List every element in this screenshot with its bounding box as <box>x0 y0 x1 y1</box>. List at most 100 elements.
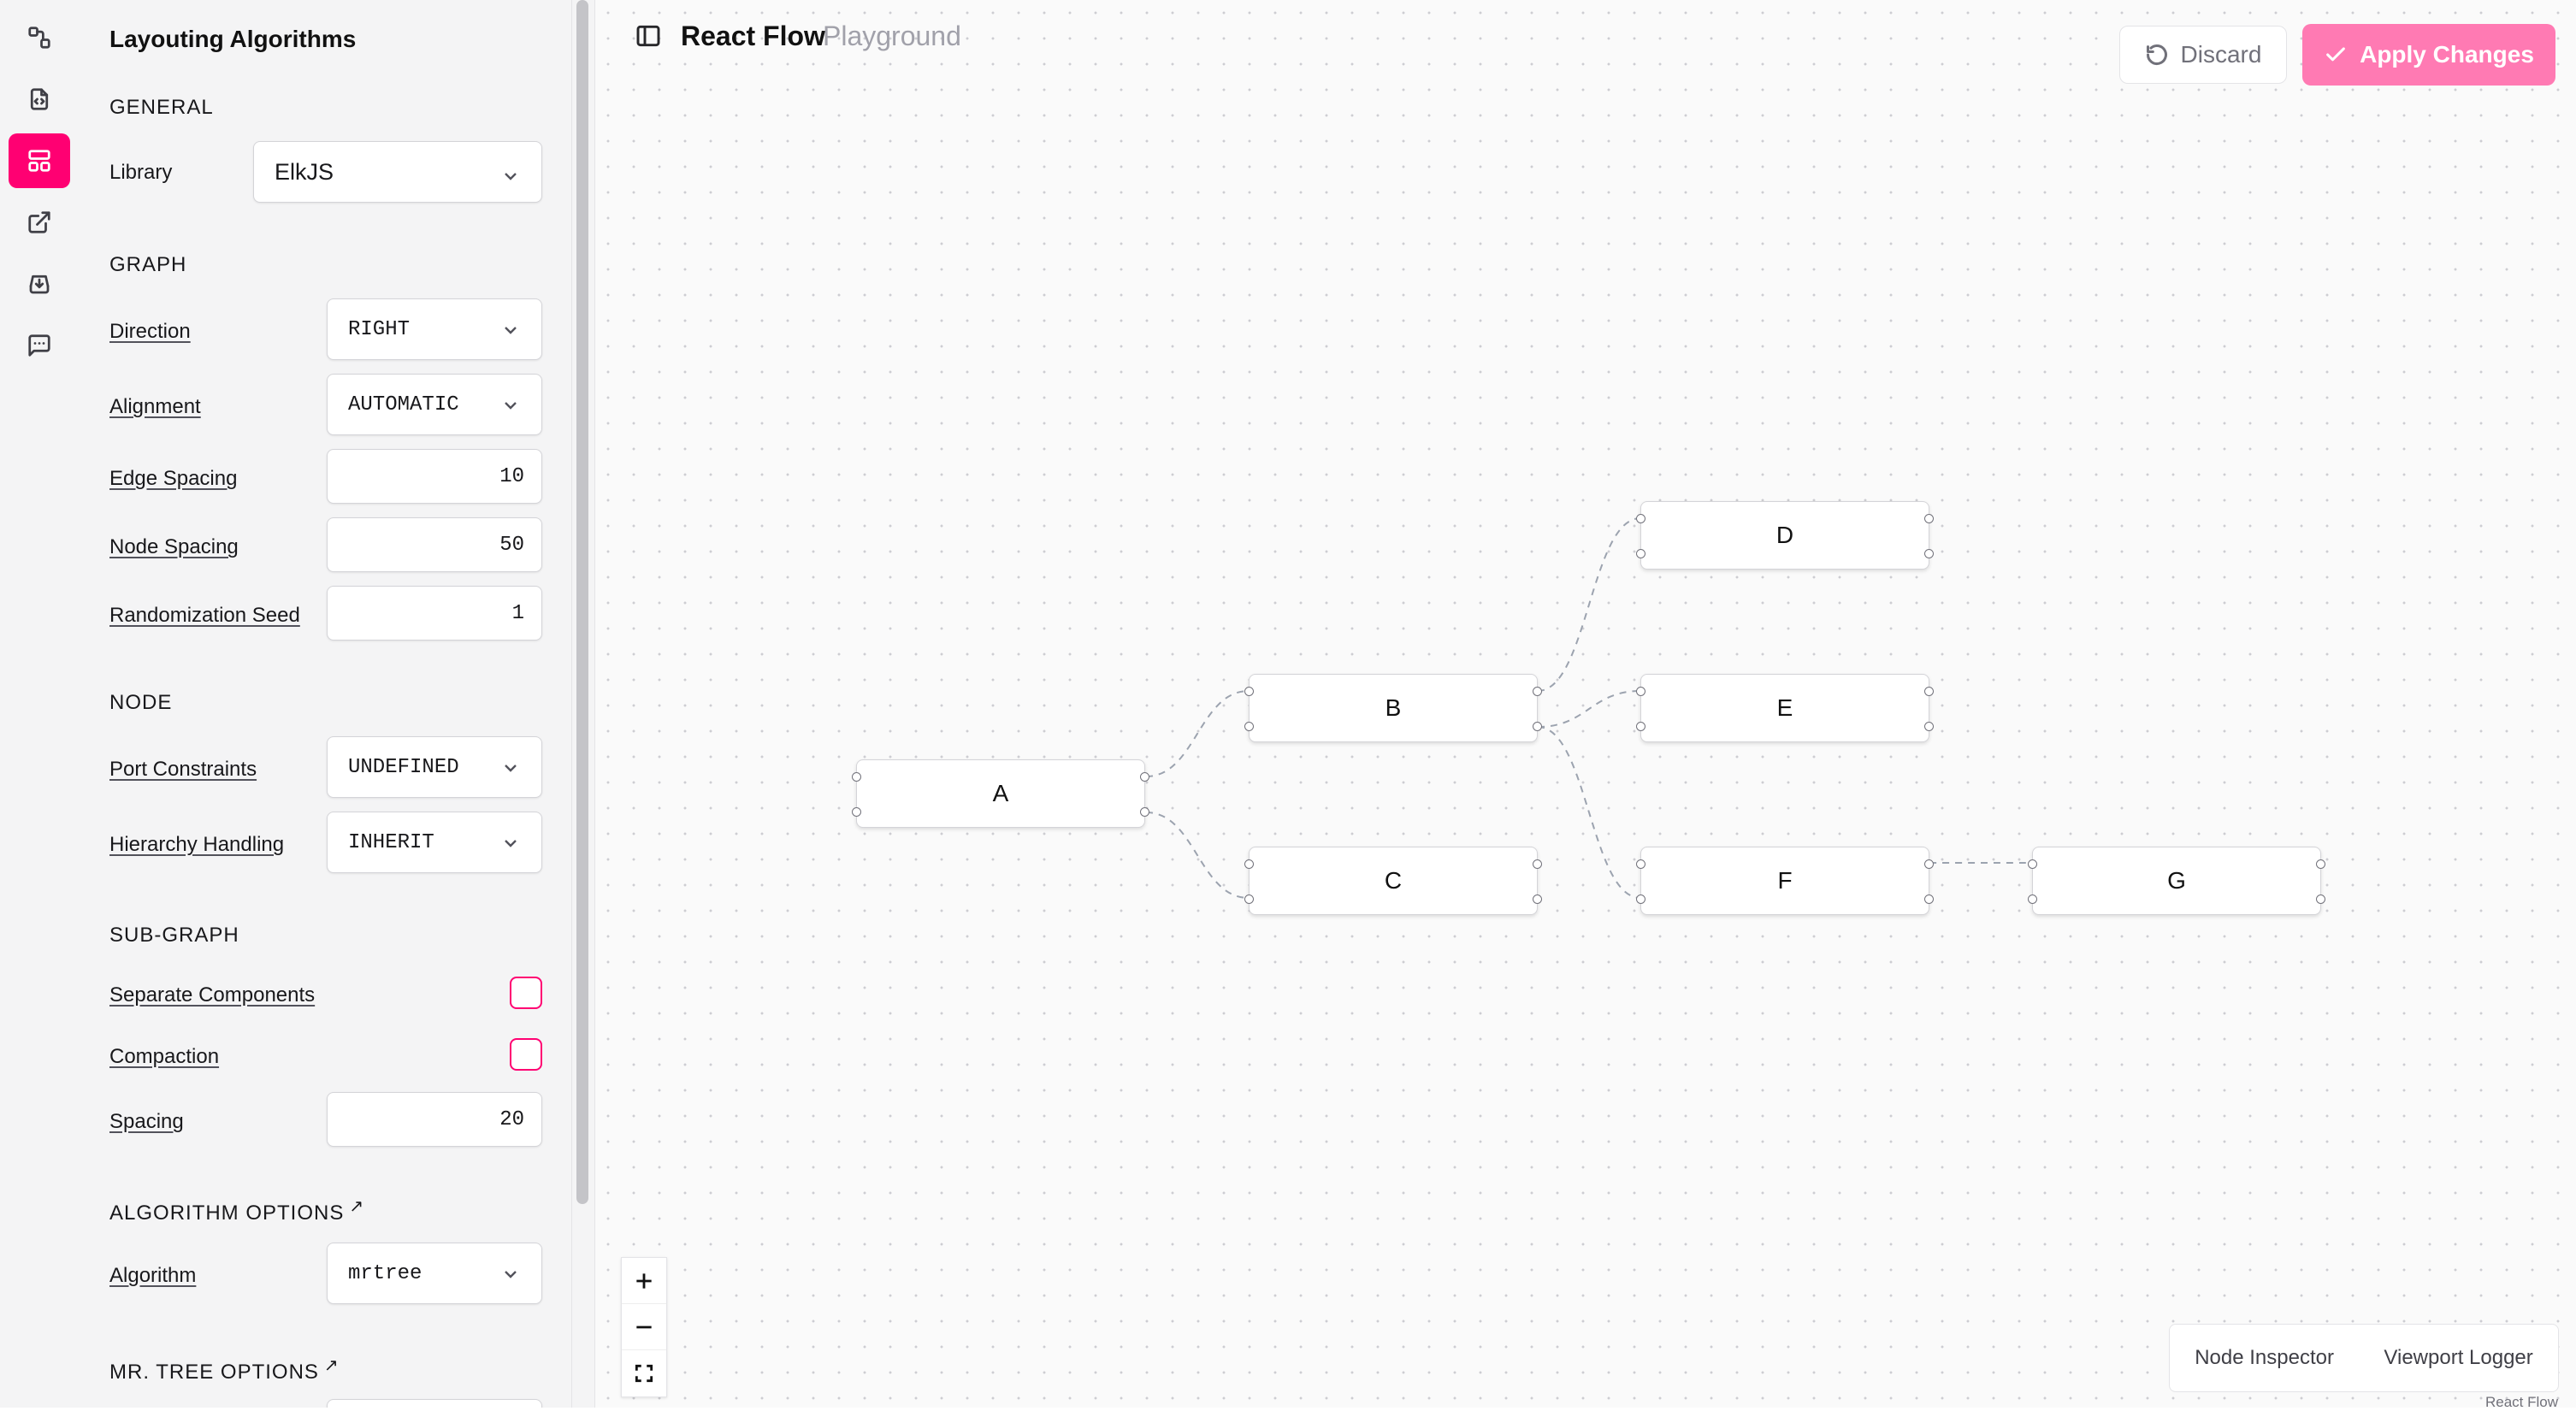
randomization-seed-input[interactable]: 1 <box>327 586 542 641</box>
algorithm-value: mrtree <box>348 1261 422 1285</box>
hierarchy-handling-value: INHERIT <box>348 830 434 854</box>
node-handle[interactable] <box>1244 859 1254 869</box>
hierarchy-handling-select[interactable]: INHERIT <box>327 812 542 873</box>
app-title: React Flow <box>681 21 825 51</box>
node-handle[interactable] <box>1244 722 1254 731</box>
node-handle[interactable] <box>1140 807 1149 817</box>
node-handle[interactable] <box>2316 859 2325 869</box>
direction-select[interactable]: RIGHT <box>327 298 542 360</box>
chevron-down-icon <box>502 322 519 339</box>
node-handle[interactable] <box>1244 687 1254 696</box>
chat-icon[interactable] <box>9 318 70 373</box>
check-icon <box>2326 47 2345 62</box>
node-inspector-button[interactable]: Node Inspector <box>2195 1346 2334 1369</box>
nodes-icon[interactable] <box>9 10 70 65</box>
node-handle[interactable] <box>1924 894 1934 904</box>
node-handle[interactable] <box>1533 859 1542 869</box>
node-handle[interactable] <box>1244 894 1254 904</box>
node-handle[interactable] <box>2316 894 2325 904</box>
viewport-logger-button[interactable]: Viewport Logger <box>2384 1346 2533 1369</box>
node-label: E <box>1776 694 1793 721</box>
discard-button[interactable]: Discard <box>2119 26 2287 84</box>
separate-components-checkbox[interactable] <box>510 977 542 1009</box>
external-link-icon[interactable] <box>9 195 70 250</box>
edge-spacing-label: Edge Spacing <box>109 467 238 490</box>
icon-rail <box>0 0 82 1408</box>
compaction-checkbox[interactable] <box>510 1038 542 1071</box>
section-algorithm-options[interactable]: ALGORITHM OPTIONS↗ <box>109 1196 364 1225</box>
node-c[interactable]: C <box>1244 847 1542 915</box>
node-handle[interactable] <box>1636 722 1645 731</box>
zoom-in-button[interactable] <box>622 1258 666 1304</box>
node-g[interactable]: G <box>2028 847 2325 915</box>
attribution-link[interactable]: React Flow <box>2485 1394 2559 1410</box>
node-f[interactable]: F <box>1636 847 1934 915</box>
layout-icon[interactable] <box>9 133 70 188</box>
edge-spacing-input[interactable]: 10 <box>327 449 542 504</box>
mrtree-option-select[interactable] <box>327 1399 542 1408</box>
alignment-value: AUTOMATIC <box>348 393 459 416</box>
layout-settings-panel: Layouting Algorithms GENERAL Library Elk… <box>82 0 571 1408</box>
chevron-down-icon <box>502 1266 519 1283</box>
spacing-input[interactable]: 20 <box>327 1092 542 1147</box>
app-subtitle: Playground <box>823 21 961 51</box>
node-handle[interactable] <box>1924 859 1934 869</box>
library-select[interactable]: ElkJS <box>253 141 542 203</box>
alignment-select[interactable]: AUTOMATIC <box>327 374 542 435</box>
algorithm-select[interactable]: mrtree <box>327 1243 542 1304</box>
download-icon[interactable] <box>9 257 70 311</box>
node-handle[interactable] <box>1924 722 1934 731</box>
node-handle[interactable] <box>1636 687 1645 696</box>
fit-view-icon <box>635 1364 653 1383</box>
edge-b-f[interactable] <box>1537 726 1641 899</box>
edge-a-b[interactable] <box>1145 690 1250 777</box>
node-handle[interactable] <box>1636 894 1645 904</box>
flow-canvas[interactable] <box>595 0 2576 1408</box>
chevron-down-icon <box>502 164 519 181</box>
undo-icon <box>2146 44 2167 65</box>
node-handle[interactable] <box>1636 514 1645 523</box>
node-label: B <box>1385 694 1402 721</box>
node-handle[interactable] <box>1636 549 1645 558</box>
node-handle[interactable] <box>1533 894 1542 904</box>
node-label: D <box>1775 522 1794 548</box>
section-mrtree-options[interactable]: MR. TREE OPTIONS↗ <box>109 1355 340 1384</box>
chevron-down-icon <box>502 835 519 852</box>
port-constraints-label: Port Constraints <box>109 758 257 781</box>
node-label: G <box>2167 867 2186 894</box>
zoom-controls <box>621 1257 667 1397</box>
port-constraints-select[interactable]: UNDEFINED <box>327 736 542 798</box>
sidebar-toggle-icon[interactable] <box>635 22 662 50</box>
external-link-icon: ↗ <box>323 1356 340 1375</box>
edge-a-c[interactable] <box>1145 812 1250 899</box>
panel-scrollbar-thumb[interactable] <box>576 0 588 1204</box>
node-a[interactable]: A <box>852 759 1149 828</box>
code-file-icon[interactable] <box>9 72 70 127</box>
node-spacing-input[interactable]: 50 <box>327 517 542 572</box>
node-handle[interactable] <box>852 807 861 817</box>
node-label: A <box>992 780 1009 806</box>
node-handle[interactable] <box>852 772 861 782</box>
node-e[interactable]: E <box>1636 674 1934 742</box>
edge-b-d[interactable] <box>1537 517 1641 692</box>
node-d[interactable]: D <box>1636 501 1934 570</box>
direction-value: RIGHT <box>348 317 411 341</box>
library-label: Library <box>109 161 173 184</box>
node-b[interactable]: B <box>1244 674 1542 742</box>
node-handle[interactable] <box>2028 894 2037 904</box>
node-handle[interactable] <box>1924 687 1934 696</box>
node-handle[interactable] <box>1924 549 1934 558</box>
node-handle[interactable] <box>2028 859 2037 869</box>
node-handle[interactable] <box>1636 859 1645 869</box>
node-handle[interactable] <box>1533 687 1542 696</box>
fit-view-button[interactable] <box>622 1350 666 1396</box>
node-handle[interactable] <box>1924 514 1934 523</box>
devtools-panel: Node Inspector Viewport Logger <box>2169 1324 2559 1392</box>
zoom-out-button[interactable] <box>622 1304 666 1350</box>
node-handle[interactable] <box>1140 772 1149 782</box>
node-handle[interactable] <box>1533 722 1542 731</box>
algorithm-options-title: ALGORITHM OPTIONS <box>109 1201 345 1225</box>
edge-b-e[interactable] <box>1537 690 1641 728</box>
apply-changes-button[interactable]: Apply Changes <box>2302 24 2555 86</box>
